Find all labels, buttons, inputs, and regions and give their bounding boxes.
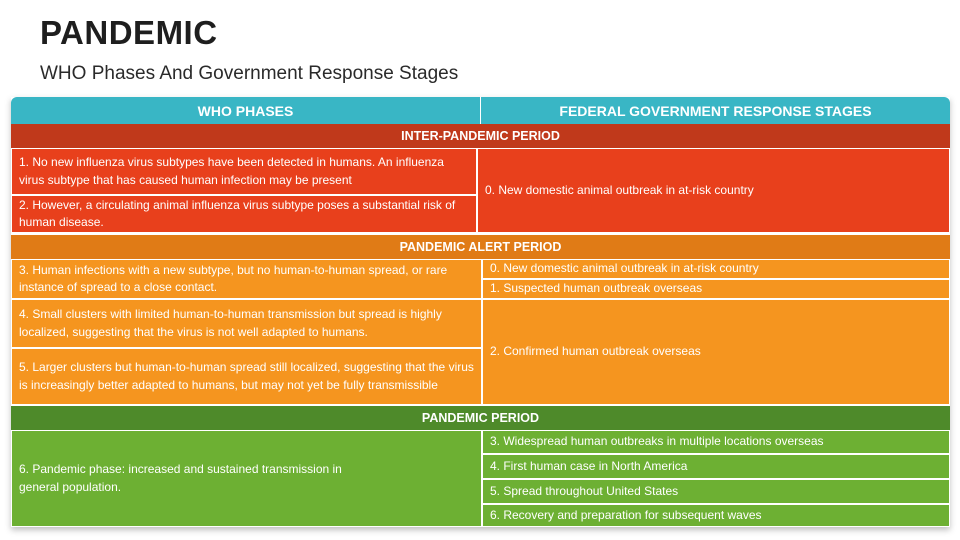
who-phase-6: 6. Pandemic phase: increased and sustain… — [11, 430, 482, 527]
band-inter-pandemic: INTER-PANDEMIC PERIOD — [11, 124, 950, 148]
page-subtitle: WHO Phases And Government Response Stage… — [40, 63, 459, 84]
who-phase-5: 5. Larger clusters but human-to-human sp… — [11, 348, 482, 405]
gov-stage-0-inter: 0. New domestic animal outbreak in at-ri… — [477, 148, 950, 233]
band-pandemic: PANDEMIC PERIOD — [11, 406, 950, 430]
header-who-phases: WHO PHASES — [197, 102, 294, 119]
who-phase-2: 2. However, a circulating animal influen… — [11, 195, 477, 233]
gov-stage-4: 4. First human case in North America — [482, 454, 950, 479]
gov-stage-3: 3. Widespread human outbreaks in multipl… — [482, 430, 950, 454]
header-government-stages: FEDERAL GOVERNMENT RESPONSE STAGES — [480, 97, 950, 124]
who-phase-3: 3. Human infections with a new subtype, … — [11, 259, 482, 299]
gov-stage-6: 6. Recovery and preparation for subseque… — [482, 504, 950, 527]
gov-stage-1: 1. Suspected human outbreak overseas — [482, 279, 950, 299]
gov-stage-2: 2. Confirmed human outbreak overseas — [482, 299, 950, 405]
gov-stage-5: 5. Spread throughout United States — [482, 479, 950, 504]
table-header: WHO PHASES FEDERAL GOVERNMENT RESPONSE S… — [11, 97, 950, 124]
phases-table: WHO PHASES FEDERAL GOVERNMENT RESPONSE S… — [11, 97, 950, 527]
gov-stage-0-alert: 0. New domestic animal outbreak in at-ri… — [482, 259, 950, 279]
who-phase-4: 4. Small clusters with limited human-to-… — [11, 299, 482, 348]
page-title: PANDEMIC — [40, 14, 218, 51]
who-phase-1: 1. No new influenza virus subtypes have … — [11, 148, 477, 195]
band-pandemic-alert: PANDEMIC ALERT PERIOD — [11, 235, 950, 259]
